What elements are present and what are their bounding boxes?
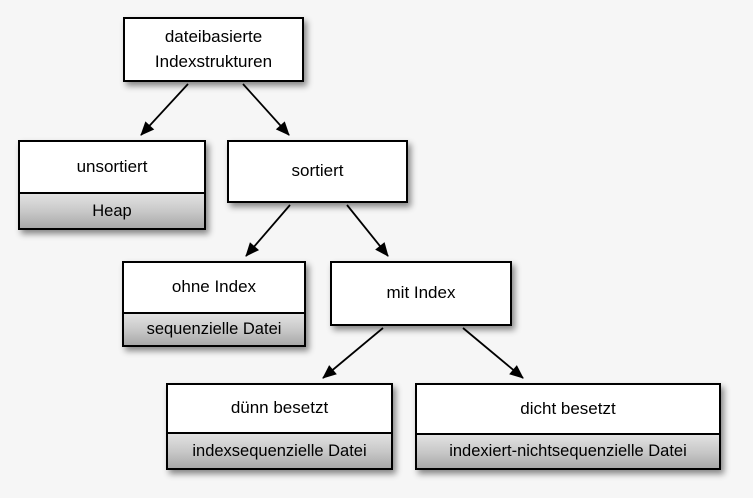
node-sortiert: sortiert	[227, 140, 408, 203]
node-label: sortiert	[229, 142, 406, 201]
node-ohne-index: ohne Index sequenzielle Datei	[122, 261, 306, 347]
edge-mit-index-duenn-besetzt	[322, 327, 384, 379]
node-label: mit Index	[332, 263, 510, 324]
node-duenn-besetzt: dünn besetzt indexsequenzielle Datei	[166, 383, 393, 470]
node-label-line1: dateibasierte	[164, 26, 263, 46]
node-label-line2: Indexstrukturen	[154, 51, 273, 71]
node-label: dünn besetzt	[168, 385, 391, 432]
node-dicht-besetzt: dicht besetzt indexiert-nichtsequenziell…	[415, 383, 721, 470]
edge-mit-index-dicht-besetzt	[462, 327, 524, 379]
node-label: dateibasierte Indexstrukturen	[125, 19, 302, 80]
edge-sortiert-mit-index	[346, 204, 389, 257]
node-label-text: ohne Index	[171, 277, 257, 297]
node-label-text: sortiert	[291, 161, 344, 181]
node-label-text: unsortiert	[76, 156, 148, 176]
edge-root-sortiert	[242, 83, 290, 136]
node-unsortiert: unsortiert Heap	[18, 140, 206, 230]
node-label-text: mit Index	[386, 283, 456, 303]
edge-sortiert-ohne-index	[245, 204, 291, 257]
node-sublabel: indexsequenzielle Datei	[168, 432, 391, 468]
node-dateibasierte-indexstrukturen: dateibasierte Indexstrukturen	[123, 17, 304, 82]
node-label: ohne Index	[124, 263, 304, 312]
node-sublabel: Heap	[20, 192, 204, 228]
node-label: dicht besetzt	[417, 385, 719, 433]
node-sublabel: sequenzielle Datei	[124, 312, 304, 345]
node-sublabel: indexiert-nichtsequenzielle Datei	[417, 433, 719, 468]
node-label: unsortiert	[20, 142, 204, 192]
node-label-text: dünn besetzt	[230, 398, 329, 418]
node-label-text: dicht besetzt	[520, 398, 616, 418]
edge-root-unsortiert	[140, 83, 189, 136]
node-mit-index: mit Index	[330, 261, 512, 326]
